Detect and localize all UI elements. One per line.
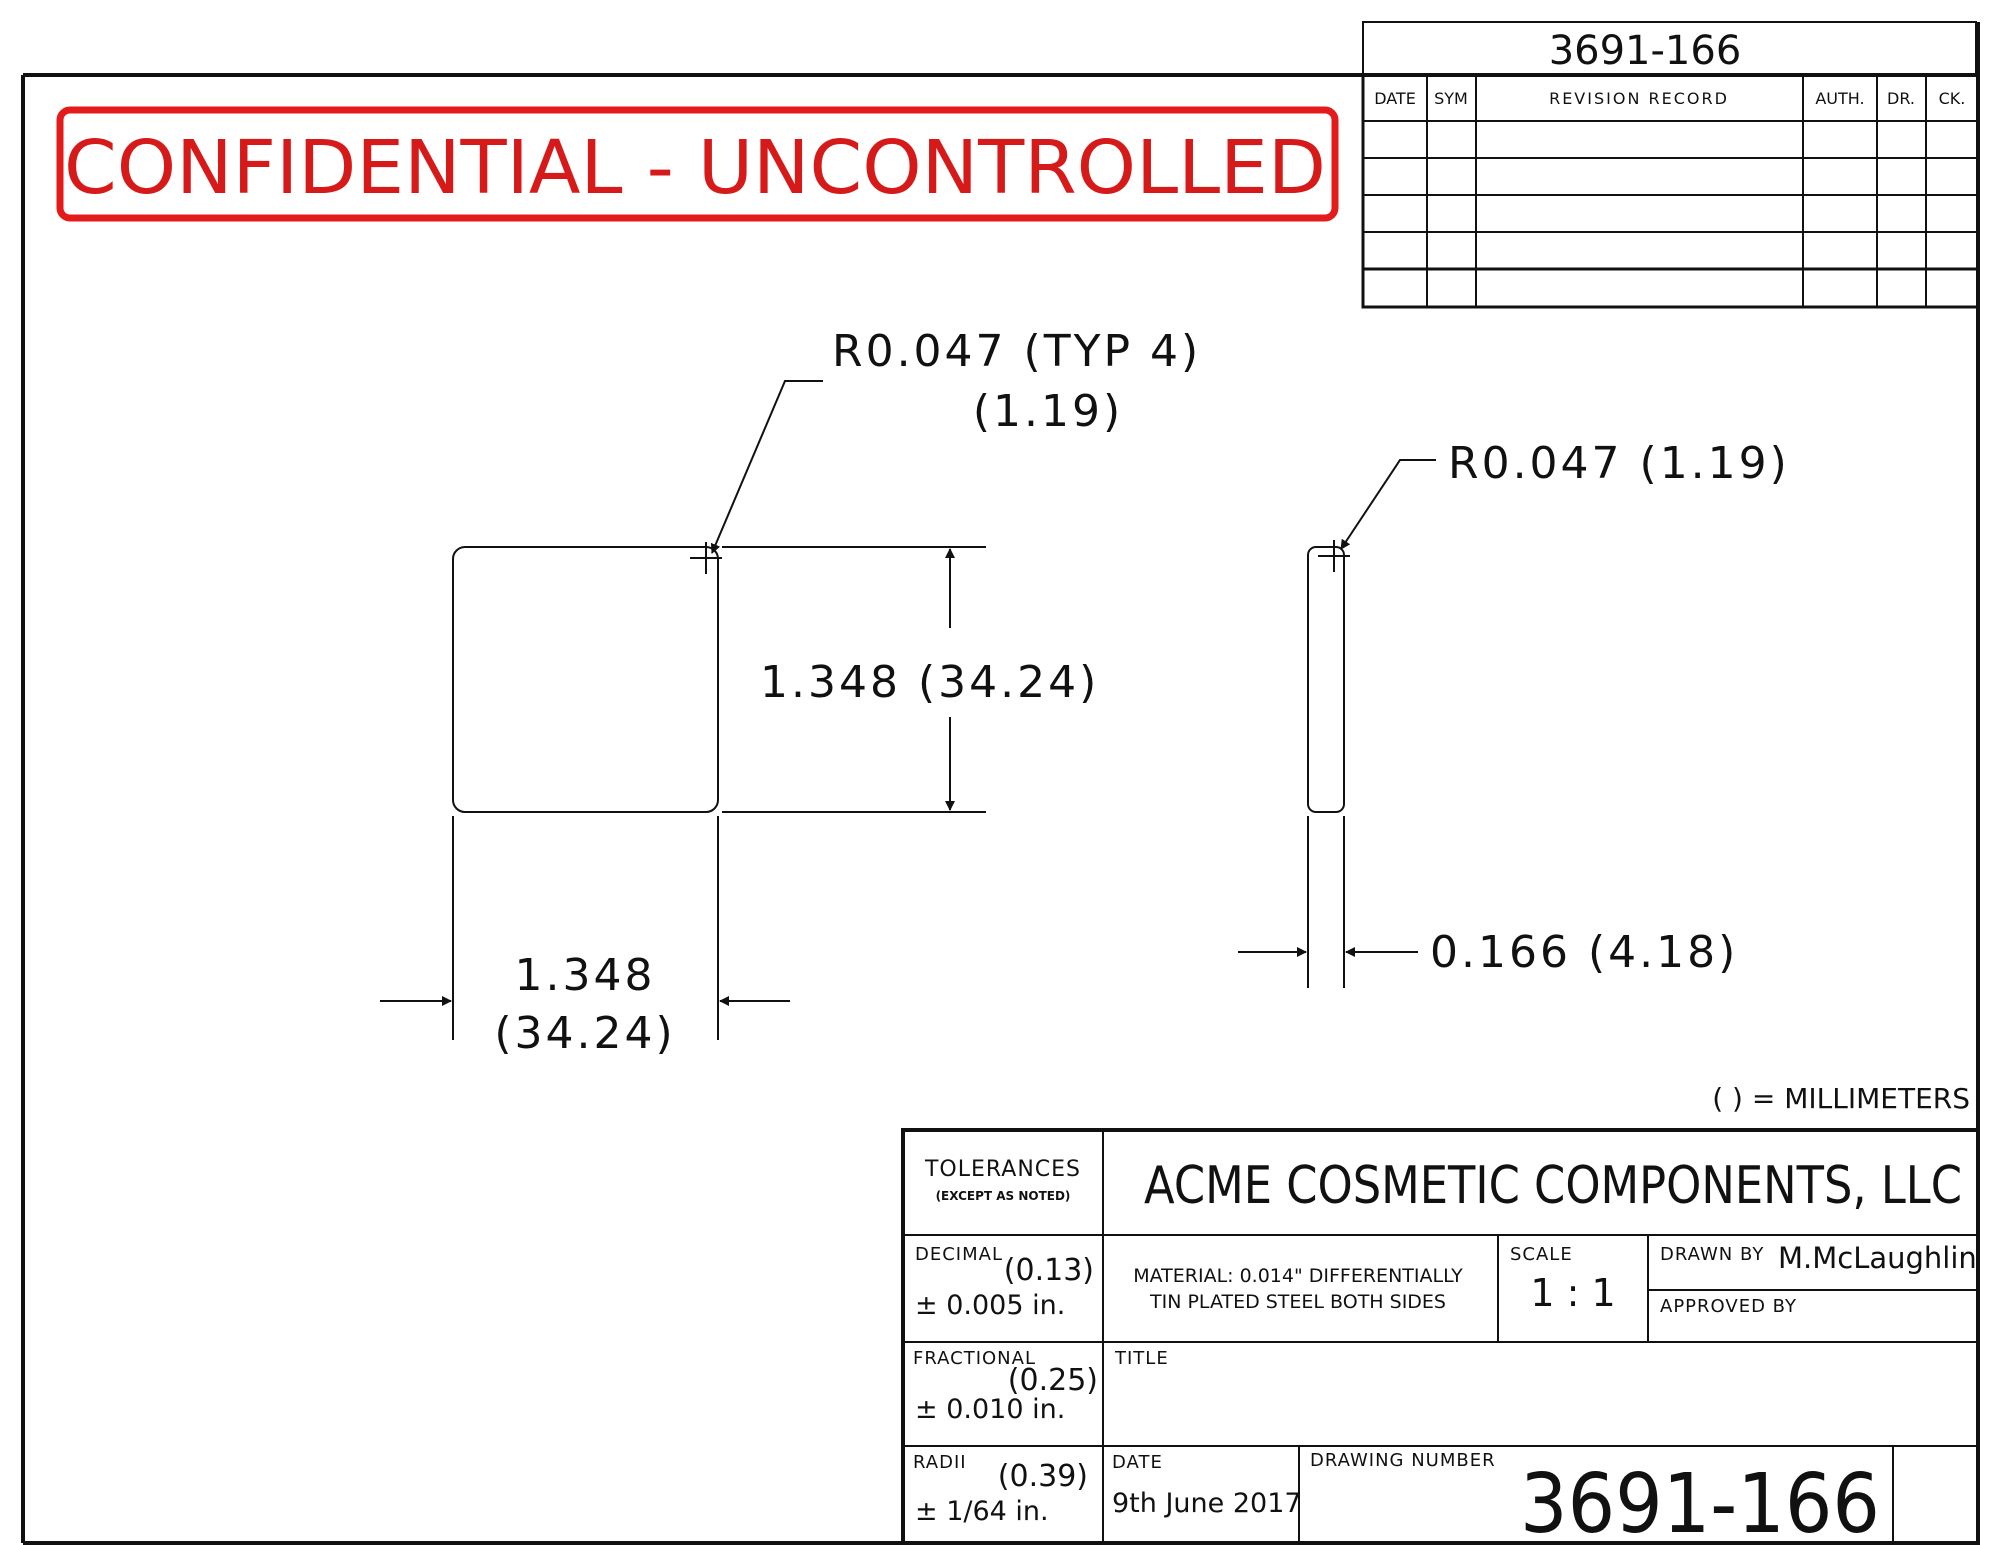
tolerances-label: TOLERANCES	[924, 1157, 1081, 1182]
rev-col-date: DATE	[1374, 89, 1416, 108]
drawing-number-label: DRAWING NUMBER	[1310, 1450, 1496, 1471]
title-label: TITLE	[1114, 1348, 1169, 1369]
front-height-dim: 1.348 (34.24)	[760, 657, 1099, 708]
confidential-text: CONFIDENTIAL - UNCONTROLLED	[64, 125, 1326, 211]
revision-block: DATE SYM REVISION RECORD AUTH. DR. CK.	[1361, 73, 1980, 309]
fractional-tol: ± 0.010 in.	[915, 1394, 1065, 1425]
scale-value: 1 : 1	[1530, 1271, 1615, 1315]
side-view-outline	[1307, 546, 1345, 813]
front-width-dim-mm: (34.24)	[494, 1008, 675, 1059]
title-block: TOLERANCES (EXCEPT AS NOTED) ACME COSMET…	[901, 1128, 1980, 1545]
front-radius-note: R0.047 (TYP 4)	[832, 326, 1201, 377]
side-radius-note: R0.047 (1.19)	[1448, 438, 1790, 489]
company-name: ACME COSMETIC COMPONENTS, LLC	[1144, 1156, 1962, 1216]
rev-col-auth: AUTH.	[1815, 89, 1864, 108]
rev-col-sym: SYM	[1434, 89, 1468, 108]
doc-number: 3691-166	[1549, 28, 1742, 74]
approved-by-label: APPROVED BY	[1660, 1296, 1797, 1317]
front-radius-note-mm: (1.19)	[973, 386, 1123, 437]
rev-col-dr: DR.	[1887, 89, 1915, 108]
material-line2: TIN PLATED STEEL BOTH SIDES	[1149, 1291, 1446, 1313]
fractional-label: FRACTIONAL	[913, 1348, 1036, 1369]
fractional-mm: (0.25)	[1008, 1363, 1098, 1398]
scale-label: SCALE	[1510, 1244, 1573, 1265]
front-view: R0.047 (TYP 4) (1.19) 1.348 (34.24) 1.34…	[380, 326, 1201, 1059]
rev-col-ck: CK.	[1939, 89, 1966, 108]
radii-mm: (0.39)	[998, 1459, 1088, 1494]
drawing-number-value: 3691-166	[1520, 1457, 1880, 1545]
decimal-label: DECIMAL	[915, 1244, 1003, 1265]
decimal-mm: (0.13)	[1004, 1253, 1094, 1288]
drawn-by-value: M.McLaughlin	[1778, 1241, 1977, 1275]
confidential-banner: CONFIDENTIAL - UNCONTROLLED	[56, 106, 1339, 222]
radii-label: RADII	[913, 1452, 967, 1473]
rev-col-record: REVISION RECORD	[1549, 89, 1729, 108]
side-view: R0.047 (1.19) 0.166 (4.18)	[1238, 438, 1790, 988]
front-width-dim: 1.348	[515, 950, 656, 1001]
material-line1: MATERIAL: 0.014" DIFFERENTIALLY	[1133, 1265, 1463, 1287]
radii-tol: ± 1/64 in.	[915, 1496, 1049, 1527]
side-thickness-dim: 0.166 (4.18)	[1430, 927, 1738, 978]
units-note: ( ) = MILLIMETERS	[1712, 1082, 1970, 1115]
doc-number-box: 3691-166	[1362, 21, 1977, 75]
decimal-tol: ± 0.005 in.	[915, 1290, 1065, 1321]
date-label: DATE	[1112, 1452, 1163, 1473]
drawn-by-label: DRAWN BY	[1660, 1244, 1764, 1265]
date-value: 9th June 2017	[1112, 1488, 1302, 1519]
front-view-outline	[452, 546, 719, 813]
tolerances-sub: (EXCEPT AS NOTED)	[936, 1189, 1071, 1203]
